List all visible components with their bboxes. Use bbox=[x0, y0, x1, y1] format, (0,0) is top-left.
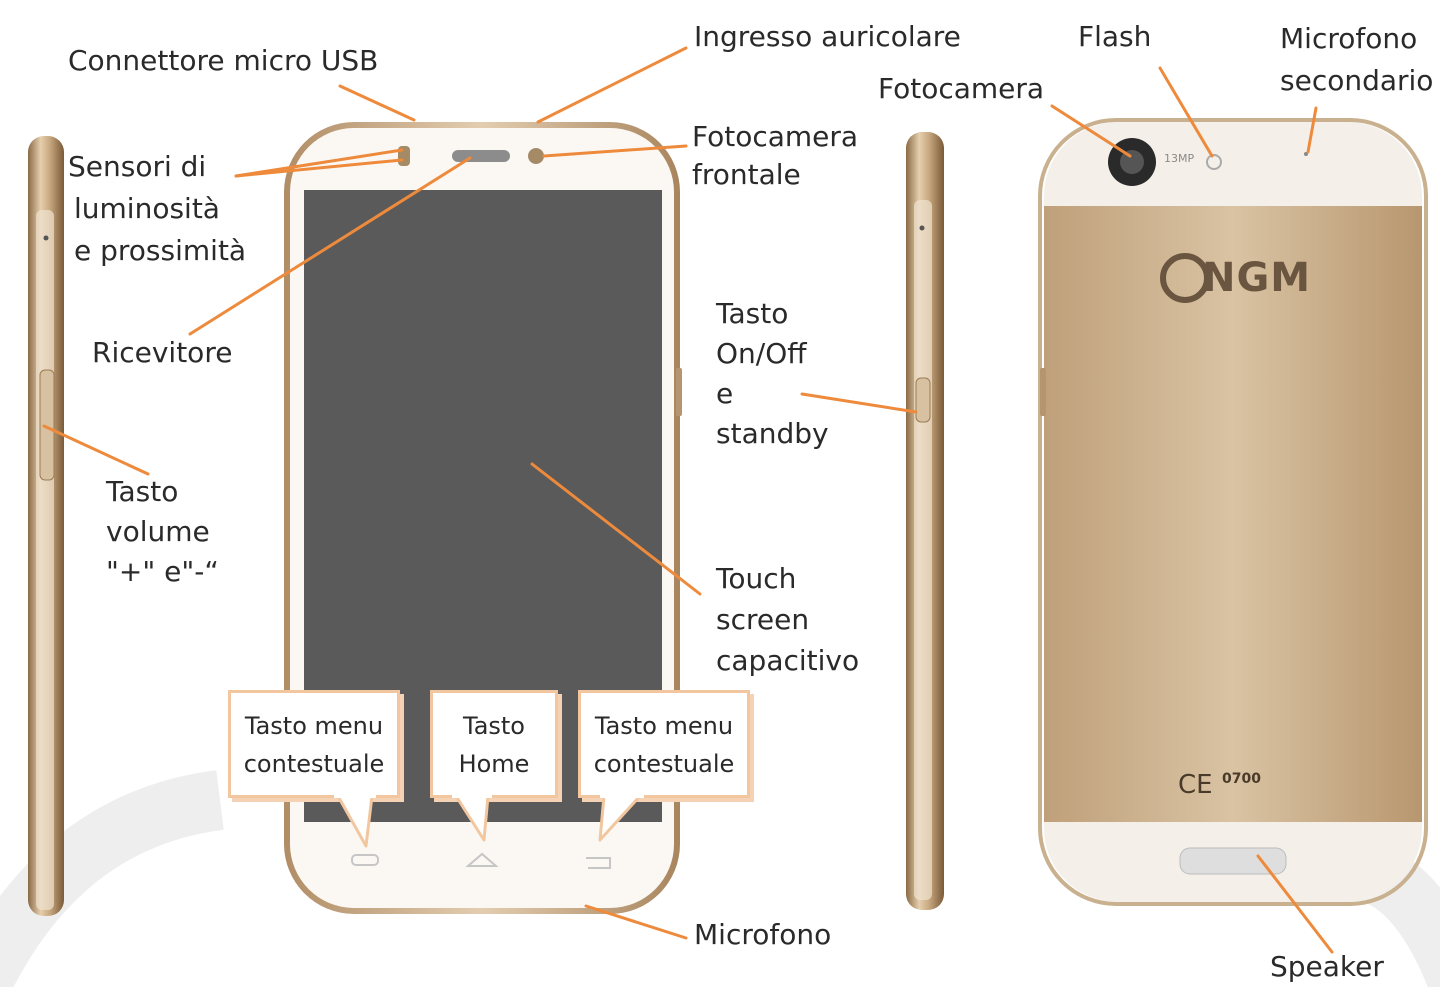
label-line: Tasto bbox=[716, 297, 789, 330]
phone-side-right bbox=[906, 132, 944, 910]
label-line: e bbox=[716, 377, 734, 410]
callout-menu-left: Tasto menu contestuale bbox=[228, 690, 400, 798]
label-line: Tasto bbox=[106, 475, 179, 508]
front-camera-lens bbox=[528, 148, 544, 164]
label-power-key: Tasto On/Off e standby bbox=[716, 294, 829, 454]
callout-line: Home bbox=[458, 750, 530, 778]
label-touch-screen: Touch screen capacitivo bbox=[716, 558, 859, 681]
ce-mark: CE bbox=[1178, 770, 1213, 800]
label-line: Touch bbox=[716, 562, 797, 595]
label-line: frontale bbox=[692, 158, 801, 191]
label-front-camera: Fotocamera frontale bbox=[692, 118, 858, 194]
label-line: standby bbox=[716, 417, 829, 450]
label-receiver: Ricevitore bbox=[92, 336, 233, 369]
label-line: capacitivo bbox=[716, 644, 860, 677]
label-line: secondario bbox=[1280, 64, 1434, 97]
label-microphone: Microfono bbox=[694, 918, 832, 951]
label-line: On/Off bbox=[716, 337, 807, 370]
ce-number: 0700 bbox=[1222, 771, 1261, 787]
speaker-grille bbox=[1179, 847, 1287, 875]
label-micro-usb: Connettore micro USB bbox=[68, 44, 379, 77]
menu-key-icon bbox=[351, 854, 379, 866]
callout-line: contestuale bbox=[593, 750, 735, 778]
phone-back bbox=[1038, 118, 1428, 906]
callout-line: Tasto menu bbox=[594, 712, 734, 740]
label-line: "+" e"-“ bbox=[106, 555, 219, 588]
flash-led bbox=[1206, 154, 1222, 170]
callout-line: Tasto bbox=[463, 712, 525, 740]
label-line: Sensori di bbox=[68, 150, 207, 183]
callout-home: Tasto Home bbox=[430, 690, 558, 798]
receiver-grille bbox=[452, 150, 510, 162]
brand-logo-text: NGM bbox=[1202, 255, 1312, 301]
label-secondary-mic: Microfono secondario bbox=[1280, 18, 1433, 102]
label-volume-key: Tasto volume "+" e"-“ bbox=[106, 472, 219, 592]
label-sensors: Sensori di luminosità e prossimità bbox=[68, 146, 246, 272]
back-key-icon bbox=[586, 857, 611, 869]
leader-lines bbox=[42, 46, 1334, 954]
label-line: volume bbox=[106, 515, 210, 548]
brand-logo-icon bbox=[1160, 253, 1210, 303]
camera-badge: 13MP bbox=[1164, 152, 1195, 165]
callout-line: contestuale bbox=[243, 750, 385, 778]
label-line: screen bbox=[716, 603, 810, 636]
phone-side-left bbox=[28, 136, 64, 916]
label-line: Fotocamera bbox=[692, 120, 859, 153]
label-line: luminosità bbox=[74, 192, 220, 225]
home-key-icon bbox=[465, 852, 499, 867]
label-speaker: Speaker bbox=[1270, 950, 1384, 983]
callout-menu-right: Tasto menu contestuale bbox=[578, 690, 750, 798]
label-line: Microfono bbox=[1280, 22, 1418, 55]
label-line: e prossimità bbox=[74, 234, 247, 267]
label-flash: Flash bbox=[1078, 20, 1152, 53]
label-rear-camera: Fotocamera bbox=[878, 72, 1045, 105]
label-headphone-jack: Ingresso auricolare bbox=[694, 20, 961, 53]
callout-line: Tasto menu bbox=[244, 712, 384, 740]
